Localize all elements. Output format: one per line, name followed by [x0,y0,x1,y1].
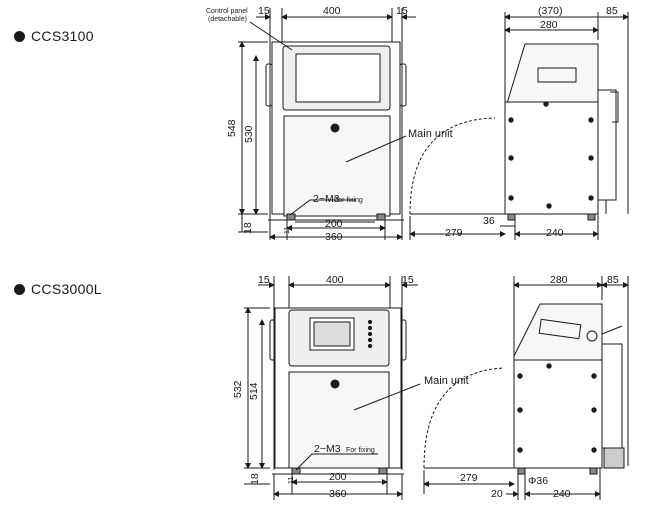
dim-phi36: Φ36 [528,475,548,487]
dim-200: 200 [329,471,347,483]
dim-15-left: 15 [258,274,270,286]
dim-20: 20 [491,488,503,500]
ccs3100-front-labels: 15 400 15 Control panel (detachable) 548… [206,5,408,243]
ccs3100-side-labels: (370) 85 280 Main unit 36 279 240 [408,5,618,239]
dim-530: 530 [243,125,255,143]
dim-360: 360 [329,488,347,500]
dim-370: (370) [538,5,563,17]
ccs3000l-side-view [423,276,629,500]
model-title-ccs3100: CCS3100 [14,28,94,44]
dim-85: 85 [607,274,619,286]
dim-548: 548 [226,119,238,137]
dim-280: 280 [540,19,558,31]
dim-279: 279 [460,472,478,484]
dim-11: 11 [288,477,295,484]
ccs3000l-front-labels: 15 400 15 532 514 18 11 2−M3 For fixing … [232,274,414,500]
model-name: CCS3100 [31,28,94,44]
bullet-icon [14,284,25,295]
fixing-label: 2−M3 [314,443,341,455]
dim-400: 400 [326,274,344,286]
main-unit-label: Main unit [408,128,453,140]
control-panel-label: Control panel [206,8,248,15]
model-title-ccs3000l: CCS3000L [14,281,102,297]
ccs3100-front-view [238,8,416,240]
dim-280: 280 [550,274,568,286]
dim-400: 400 [323,5,341,17]
dim-18: 18 [249,473,261,485]
dim-36: 36 [483,215,495,227]
dim-532: 532 [232,380,244,398]
dim-15-right: 15 [396,5,408,17]
main-unit-label: Main unit [424,375,469,387]
ccs3000l-front-view [244,276,421,500]
dim-15-left: 15 [258,5,270,17]
ccs3100-side-view [409,12,629,240]
dim-360: 360 [325,231,343,243]
model-name: CCS3000L [31,281,102,297]
dim-18: 18 [242,222,254,234]
dim-15-right: 15 [402,274,414,286]
fixing-note: For fixing [346,447,375,454]
detachable-label: (detachable) [208,16,247,23]
dim-11: 11 [284,227,291,234]
dim-514: 514 [248,382,260,400]
dim-240: 240 [553,488,571,500]
dim-85: 85 [606,5,618,17]
fixing-label: 2−M3 [313,193,340,205]
dim-200: 200 [325,218,343,230]
bullet-icon [14,31,25,42]
dim-240: 240 [546,227,564,239]
fixing-note: For fixing [334,197,363,204]
ccs3000l-side-labels: 280 85 Main unit 279 20 Φ36 240 [424,274,619,500]
dim-279: 279 [445,227,463,239]
